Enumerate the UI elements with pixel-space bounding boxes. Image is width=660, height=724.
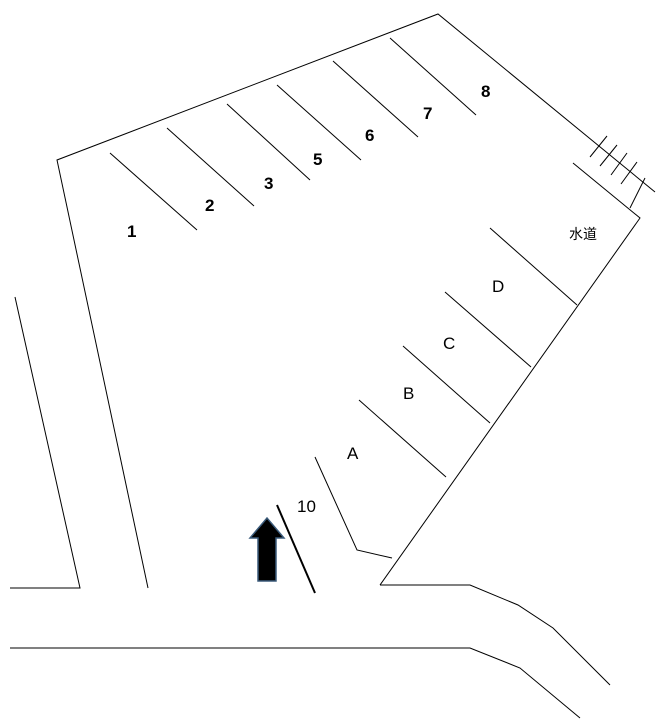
arrow-up-icon bbox=[248, 516, 286, 582]
stairs bbox=[589, 135, 646, 209]
lot-outline bbox=[56, 13, 656, 589]
space-label-a: A bbox=[347, 444, 359, 463]
space-label-c: C bbox=[443, 334, 455, 353]
space-label-2: 2 bbox=[205, 196, 214, 215]
space-label-8: 8 bbox=[481, 82, 490, 101]
right-stall-lines bbox=[314, 227, 578, 559]
space-label-b: B bbox=[403, 384, 414, 403]
space-label-5: 5 bbox=[313, 150, 322, 169]
top-stall-lines bbox=[109, 37, 477, 231]
space-label-7: 7 bbox=[423, 104, 432, 123]
space-label-10: 10 bbox=[297, 497, 316, 516]
road-edges bbox=[10, 296, 611, 719]
space-label-3: 3 bbox=[264, 174, 273, 193]
water-label: 水道 bbox=[569, 226, 597, 242]
space-10-line bbox=[276, 504, 316, 594]
space-label-6: 6 bbox=[365, 126, 374, 145]
space-label-1: 1 bbox=[127, 222, 136, 241]
space-label-d: D bbox=[492, 277, 504, 296]
